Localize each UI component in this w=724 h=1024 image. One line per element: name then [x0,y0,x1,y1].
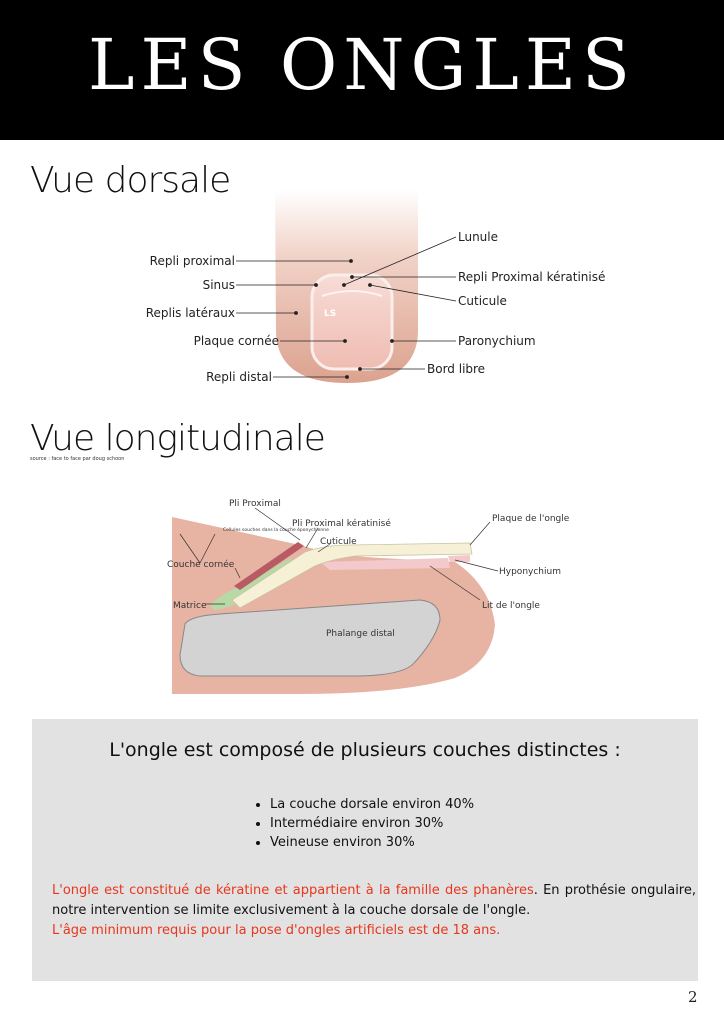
label-couche-cornee: Couche cornée [167,559,235,570]
list-item: Intermédiaire environ 30% [270,816,474,831]
label-repli-distal: Repli distal [206,370,272,384]
info-paragraph: L'ongle est constitué de kératine et app… [52,881,696,941]
watermark-logo: LS [324,309,336,319]
page-number: 2 [688,988,698,1006]
label-lunule: Lunule [458,230,498,244]
longitudinal-diagram: Pli Proximal Pli Proximal kératinisé Cut… [0,490,724,705]
label-repli-proximal-keratinise: Repli Proximal kératinisé [458,270,605,284]
label-repli-proximal: Repli proximal [150,254,235,268]
keratin-note: L'ongle est constitué de kératine et app… [52,883,534,898]
source-note: source : face to face par doug schoon [30,456,124,462]
label-bord-libre: Bord libre [427,362,485,376]
label-lit-ongle: Lit de l'ongle [482,601,540,611]
label-cuticule-long: Cuticule [320,537,357,547]
label-paronychium: Paronychium [458,334,536,348]
page-title: LES ONGLES [0,24,724,106]
label-sinus: Sinus [203,278,235,292]
section-title-longitudinal: Vue longitudinale [30,418,325,459]
layers-list: La couche dorsale environ 40% Intermédia… [252,797,474,854]
info-heading: L'ongle est composé de plusieurs couches… [32,739,698,761]
label-plaque-ongle: Plaque de l'ongle [492,514,570,524]
label-pli-proximal: Pli Proximal [229,499,281,509]
label-cellules-souches: Cellules souches dans la couche éponychi… [223,526,329,533]
label-phalange: Phalange distal [326,629,395,639]
dorsal-diagram: LS Repli proximal Sinus Replis latéraux … [0,190,724,400]
age-note: L'âge minimum requis pour la pose d'ongl… [52,923,500,938]
label-plaque-cornee: Plaque cornée [194,334,279,348]
label-hyponychium: Hyponychium [499,567,561,577]
label-matrice: Matrice [173,601,207,611]
label-replis-lateraux: Replis latéraux [146,306,235,320]
list-item: La couche dorsale environ 40% [270,797,474,812]
nail-plate [312,275,392,369]
label-cuticule: Cuticule [458,294,507,308]
info-box: L'ongle est composé de plusieurs couches… [32,719,698,981]
header-banner: LES ONGLES [0,0,724,140]
list-item: Veineuse environ 30% [270,835,474,850]
